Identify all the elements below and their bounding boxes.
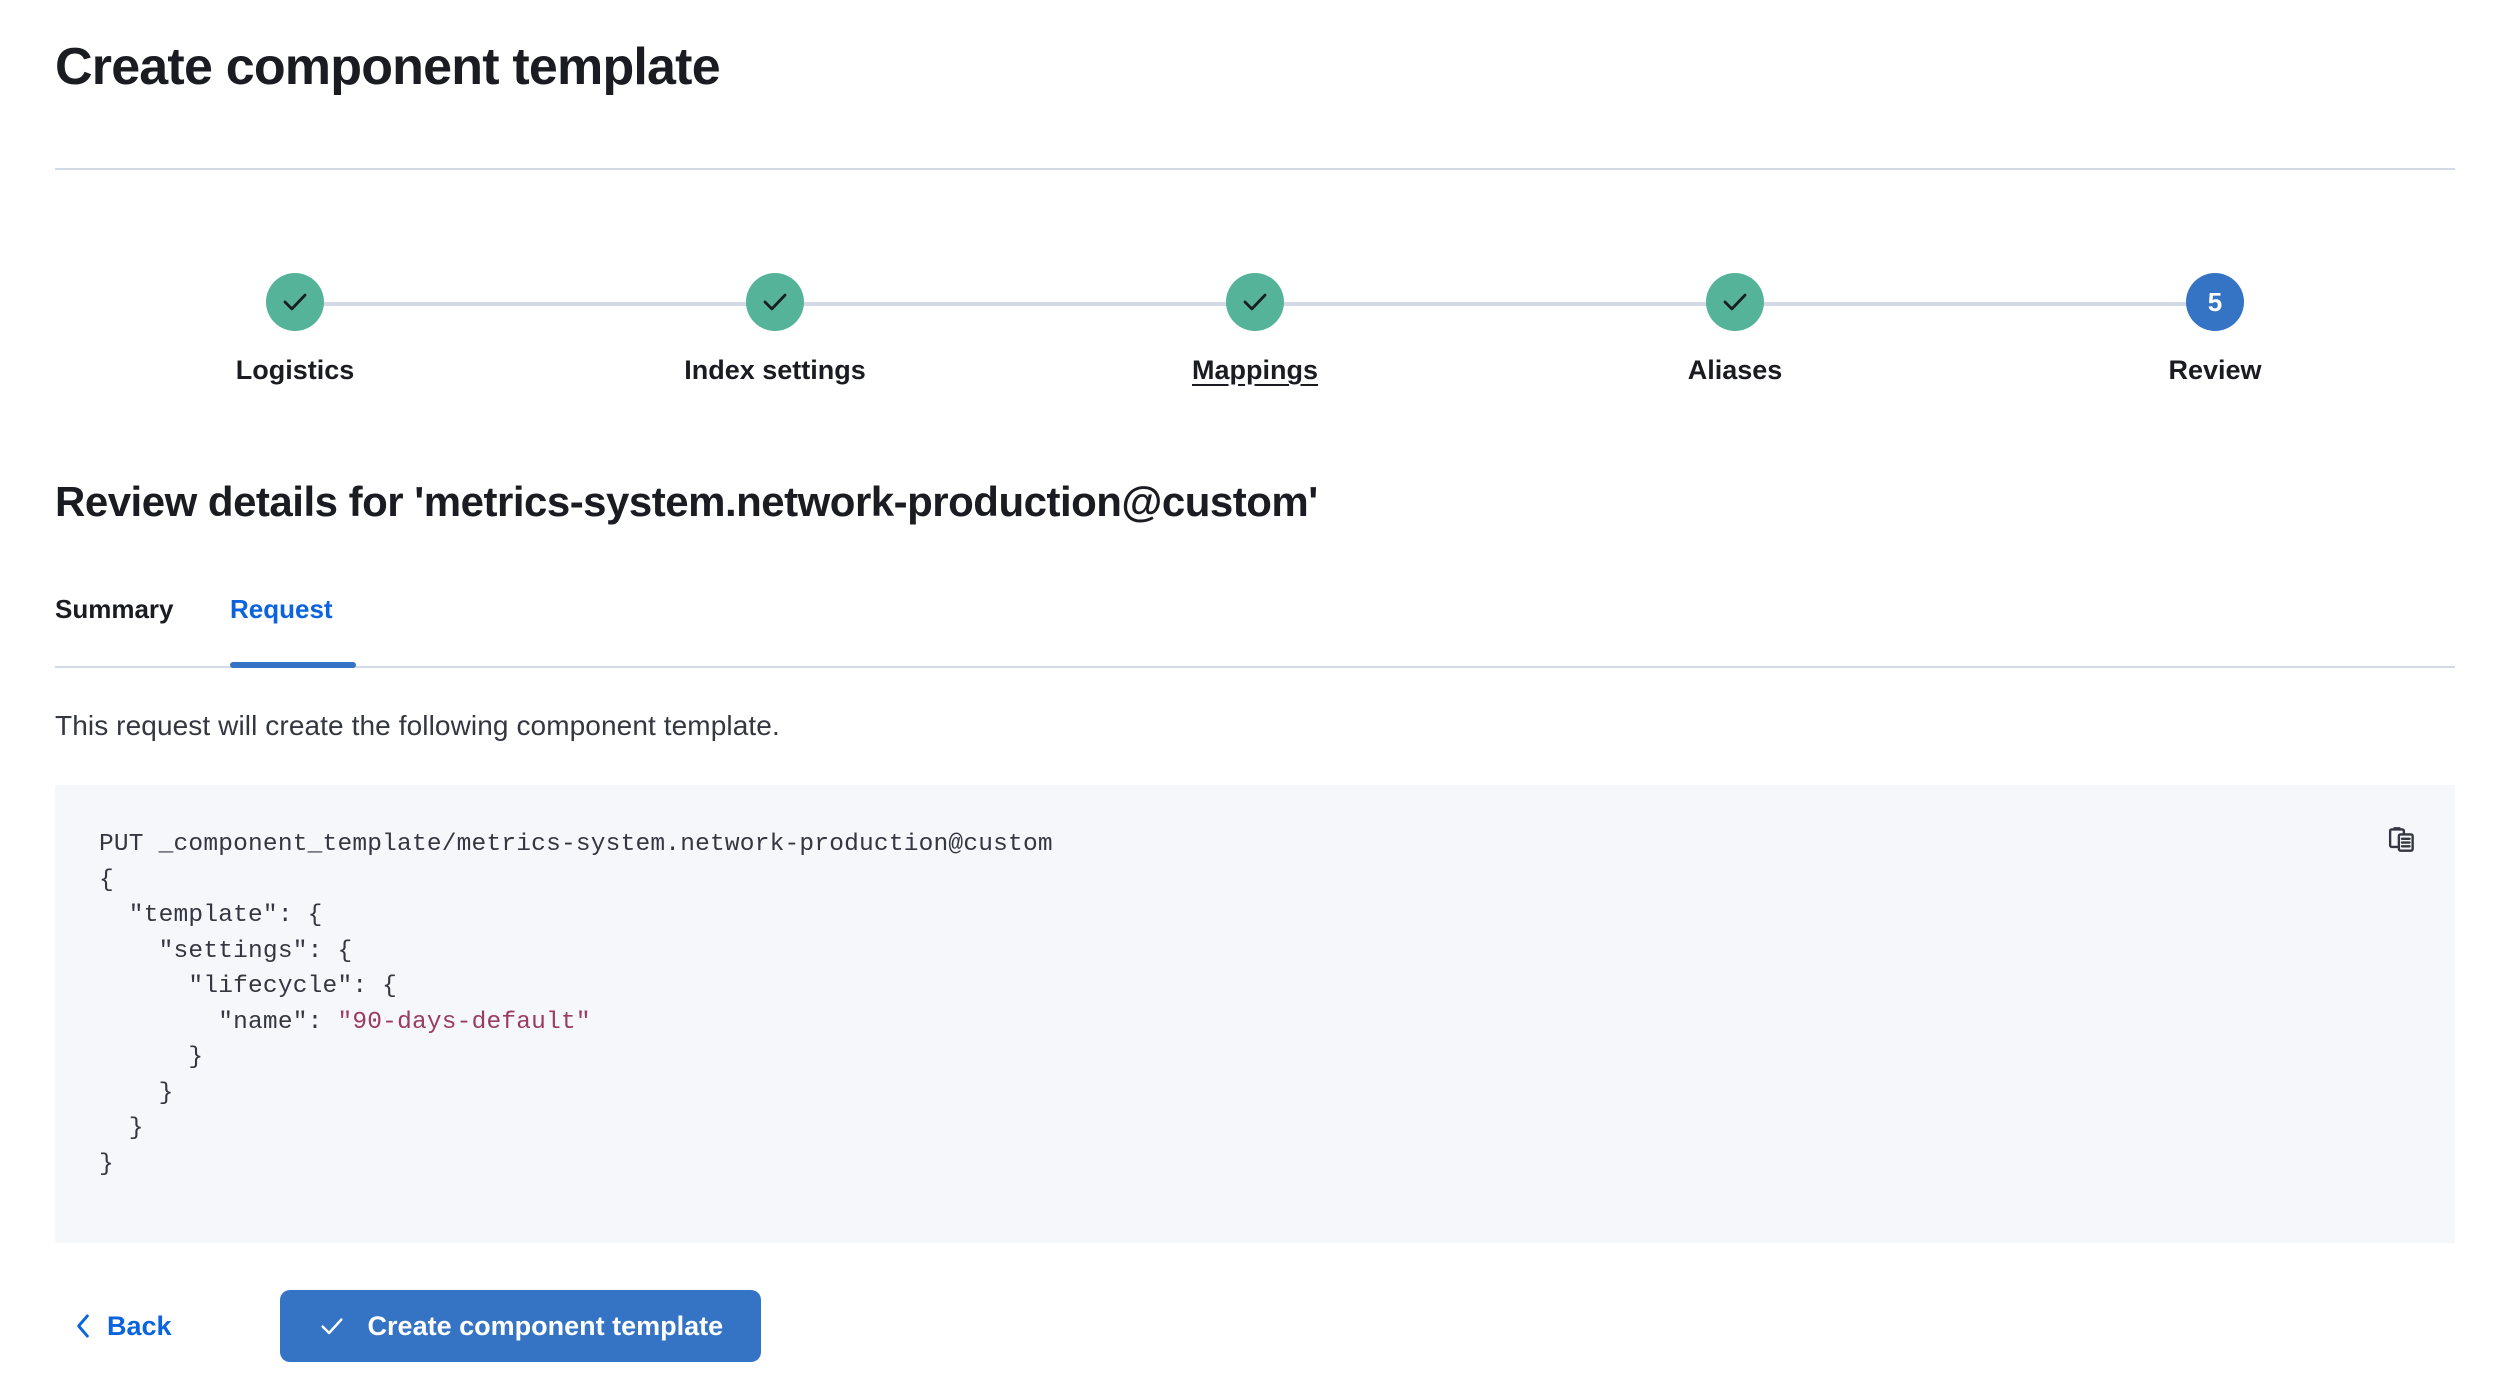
back-button-label: Back	[107, 1310, 172, 1341]
stepper-step-aliases[interactable]: Aliases	[1255, 245, 2215, 386]
back-button[interactable]: Back	[55, 1296, 190, 1356]
check-icon	[746, 273, 804, 331]
request-code-block: PUT _component_template/metrics-system.n…	[55, 785, 2455, 1243]
create-button-label: Create component template	[367, 1310, 724, 1341]
stepper-step-logistics[interactable]: Logistics	[55, 245, 775, 386]
tab-active-indicator	[230, 662, 356, 668]
request-code-text: PUT _component_template/metrics-system.n…	[99, 831, 1053, 1178]
page-title: Create component template	[55, 38, 721, 96]
stepper-step-mappings[interactable]: Mappings	[775, 245, 1735, 386]
stepper-step-label[interactable]: Review	[2168, 355, 2262, 385]
header-divider	[55, 168, 2455, 170]
tabs-underline	[55, 666, 2455, 668]
stepper-connector	[1255, 302, 1735, 306]
stepper-step-number-badge: 5	[2186, 273, 2244, 331]
check-icon	[1706, 273, 1764, 331]
stepper-step-label[interactable]: Aliases	[1687, 355, 1783, 385]
chevron-left-icon	[73, 1313, 93, 1339]
stepper-step-label[interactable]: Mappings	[1192, 355, 1318, 385]
review-heading: Review details for 'metrics-system.netwo…	[55, 478, 1318, 525]
request-description: This request will create the following c…	[55, 710, 780, 741]
stepper-step-label[interactable]: Index settings	[684, 355, 866, 385]
check-icon	[1226, 273, 1284, 331]
stepper-step-number: 5	[2207, 287, 2223, 317]
review-tabs: Summary Request	[55, 592, 2455, 668]
wizard-footer-actions: Back Create component template	[55, 1288, 762, 1364]
create-component-template-button[interactable]: Create component template	[279, 1290, 762, 1362]
stepper-connector	[775, 302, 1255, 306]
stepper-step-label[interactable]: Logistics	[235, 355, 355, 385]
tab-summary[interactable]: Summary	[55, 592, 174, 668]
stepper-step-index-settings[interactable]: Index settings	[295, 245, 1255, 386]
copy-clipboard-icon[interactable]	[2375, 813, 2429, 867]
stepper-connector	[1735, 302, 2215, 306]
check-icon	[266, 273, 324, 331]
stepper-connector	[295, 302, 775, 306]
tab-request[interactable]: Request	[230, 592, 333, 668]
check-icon	[318, 1312, 346, 1340]
